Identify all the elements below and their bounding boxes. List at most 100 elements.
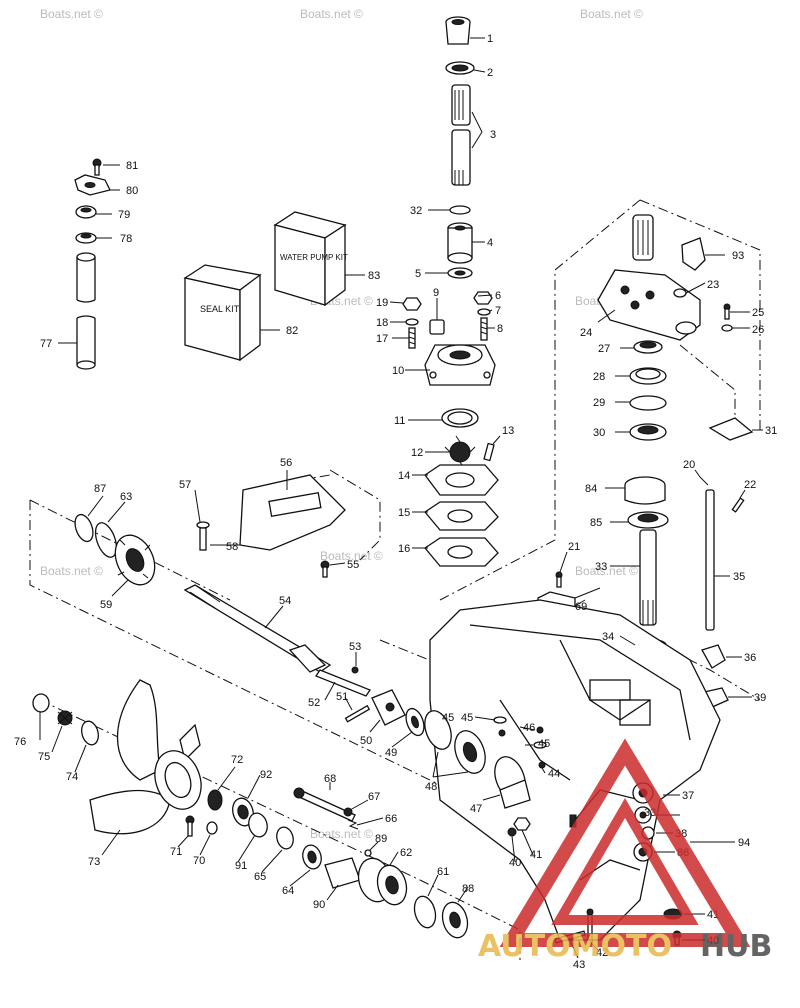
part-53-pin xyxy=(351,666,359,674)
part-number: 15 xyxy=(398,507,410,519)
part-30-bearing xyxy=(629,423,667,441)
part-2-seal xyxy=(445,61,475,75)
part-72-thrust-hub xyxy=(207,789,223,811)
part-93-shift-cam xyxy=(681,237,706,271)
part-number: 62 xyxy=(400,847,412,859)
part-54-propshaft xyxy=(183,584,332,673)
part-number: 1 xyxy=(487,33,493,45)
part-46-screw xyxy=(498,726,544,737)
part-number: 30 xyxy=(593,427,605,439)
part-36-shift-coupling xyxy=(701,644,726,669)
part-number: 91 xyxy=(235,860,247,872)
part-65-washer xyxy=(276,826,294,850)
part-4-sleeve xyxy=(447,222,473,264)
part-63-oring xyxy=(94,522,118,558)
part-number: 36 xyxy=(744,652,756,664)
part-number: 75 xyxy=(38,751,50,763)
part-51-cross-pin xyxy=(344,704,371,723)
part-35-shift-rod xyxy=(705,489,715,631)
part-number: 92 xyxy=(260,769,272,781)
part-number: 25 xyxy=(752,307,764,319)
watermark: Boats.net © xyxy=(40,564,103,578)
part-number: 45 xyxy=(461,712,473,724)
part-number: 83 xyxy=(368,270,380,282)
part-78-seal xyxy=(75,232,97,244)
logo-text-automoto: AUTOMOTO xyxy=(478,929,672,964)
part-number: 5 xyxy=(415,268,421,280)
part-92-washer xyxy=(232,797,254,827)
part-9-bushing xyxy=(429,319,445,335)
part-number: 55 xyxy=(347,559,359,571)
part-number: 90 xyxy=(313,899,325,911)
part-80-retainer xyxy=(74,174,111,196)
leader-lines xyxy=(39,37,763,959)
seal-kit-label: SEAL KIT xyxy=(200,304,240,314)
part-48-forward-gear xyxy=(424,710,486,774)
part-number: 13 xyxy=(502,425,514,437)
part-number: 18 xyxy=(376,317,388,329)
part-10-pump-housing xyxy=(424,344,496,386)
part-number: 63 xyxy=(120,491,132,503)
part-13-key xyxy=(483,442,495,462)
water-pump-kit-box: WATER PUMP KIT xyxy=(273,211,348,307)
part-28-bearing xyxy=(629,367,667,385)
part-number: 4 xyxy=(487,237,493,249)
part-number: 34 xyxy=(602,631,614,643)
part-1-bushing xyxy=(445,16,471,45)
part-31-gasket xyxy=(708,417,754,441)
part-number: 46 xyxy=(523,722,535,734)
part-11-insert xyxy=(441,408,479,428)
part-number: 32 xyxy=(410,205,422,217)
part-24-cover xyxy=(597,269,701,341)
part-number: 43 xyxy=(573,959,585,971)
part-89-ball xyxy=(364,849,372,857)
part-70-washer xyxy=(206,821,218,835)
part-number: 31 xyxy=(765,425,777,437)
part-57-screw xyxy=(196,521,210,551)
seal-kit-box: SEAL KIT xyxy=(183,264,262,362)
part-number: 42 xyxy=(596,947,608,959)
part-number: 84 xyxy=(585,483,597,495)
part-45-washer xyxy=(493,716,547,749)
part-81-screw xyxy=(92,158,102,176)
part-shift-shaft-upper xyxy=(632,214,654,261)
part-number: 76 xyxy=(14,736,26,748)
part-number: 24 xyxy=(580,327,592,339)
part-number: 52 xyxy=(308,697,320,709)
part-68-bolt xyxy=(293,787,356,822)
part-49-gear xyxy=(405,707,425,737)
part-number: 81 xyxy=(126,160,138,172)
part-number: 37 xyxy=(682,790,694,802)
part-number: 45 xyxy=(538,738,550,750)
part-64-bearing xyxy=(302,844,322,870)
part-number: 35 xyxy=(733,571,745,583)
logo-text-hub: HUB xyxy=(700,929,772,964)
part-number: 28 xyxy=(593,371,605,383)
part-number: 12 xyxy=(411,447,423,459)
part-number: 21 xyxy=(568,541,580,553)
part-40-screw-left xyxy=(507,827,517,837)
part-number: 54 xyxy=(279,595,291,607)
part-number: 49 xyxy=(385,747,397,759)
part-number: 57 xyxy=(179,479,191,491)
part-75-washer xyxy=(57,710,73,726)
part-15-plate xyxy=(424,501,499,531)
part-number: 79 xyxy=(118,209,130,221)
part-number: 73 xyxy=(88,856,100,868)
part-59-gear xyxy=(114,534,156,586)
part-number: 89 xyxy=(375,833,387,845)
part-23-washer xyxy=(673,288,687,298)
part-number: 40 xyxy=(509,857,521,869)
part-number: 61 xyxy=(437,866,449,878)
part-number: 47 xyxy=(470,803,482,815)
part-number: 48 xyxy=(425,781,437,793)
part-76-nut xyxy=(32,693,50,713)
watermark: Boats.net © xyxy=(575,564,638,578)
part-number: 3 xyxy=(490,129,496,141)
part-32-snap-ring xyxy=(449,205,471,215)
watermark: Boats.net © xyxy=(310,827,373,841)
part-number: 2 xyxy=(487,67,493,79)
part-number: 67 xyxy=(368,791,380,803)
part-50-clutch xyxy=(371,689,406,726)
